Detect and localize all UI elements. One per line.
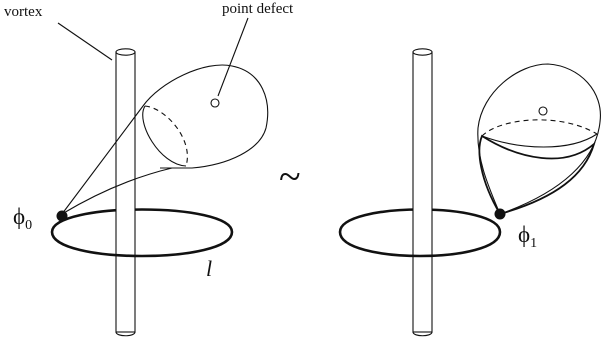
left-loop-back (50, 208, 234, 233)
left-figure (50, 48, 269, 337)
right-base-point (494, 208, 506, 220)
right-vortex-bottom (412, 331, 433, 337)
right-figure (338, 48, 601, 337)
left-vortex-top (115, 48, 136, 56)
right-balloon (477, 63, 601, 215)
left-vortex-bottom (115, 331, 136, 337)
phi0-label: ϕ0 (13, 204, 32, 233)
left-base-point (56, 210, 68, 222)
right-balloon-cap (478, 134, 596, 215)
left-balloon (61, 64, 269, 215)
right-point-defect (538, 106, 548, 116)
phi1-subscript: 1 (530, 236, 537, 251)
right-inner-back (481, 119, 598, 137)
loop-label: l (206, 256, 212, 281)
right-loop-front (338, 231, 502, 258)
phi0-subscript: 0 (25, 218, 32, 233)
left-balloon-lower (61, 167, 173, 215)
equivalence-symbol: ~ (279, 154, 301, 199)
phi1-label: ϕ1 (518, 222, 537, 251)
left-vortex-cylinder (115, 51, 136, 333)
left-loop-front (50, 231, 234, 258)
left-inner-front (142, 105, 187, 167)
point-defect-leader-line (217, 17, 249, 97)
left-point-defect (210, 98, 220, 108)
vortex-leader-line (57, 22, 113, 61)
vortex-label: vortex (4, 4, 43, 20)
point-defect-label: point defect (222, 1, 294, 17)
right-vortex-cylinder (412, 51, 433, 333)
right-inner-front (481, 133, 598, 148)
phi0-base: ϕ (13, 204, 25, 229)
phi1-base: ϕ (518, 222, 530, 247)
left-inner-back (144, 105, 188, 167)
right-vortex-top (412, 48, 433, 56)
